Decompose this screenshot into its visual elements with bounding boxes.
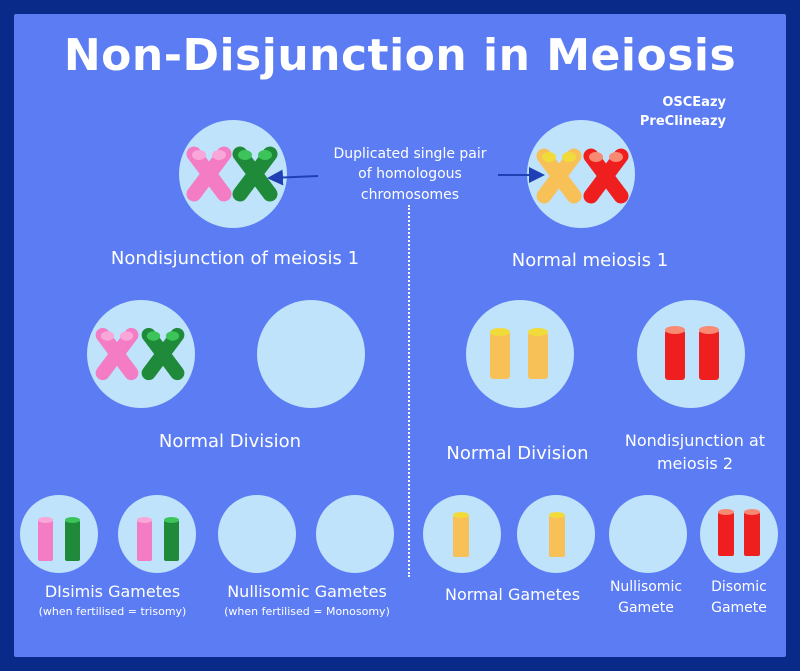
nondisjunction-m2-line1: Nondisjunction at: [624, 431, 766, 450]
right-division-label: Normal Division: [446, 443, 589, 464]
gamete-cell-4: [316, 495, 394, 573]
normal-gametes-label: Normal Gametes: [444, 585, 581, 604]
dotted-divider: [408, 205, 410, 577]
nullisomic-gamete-line1: Nullisomic: [609, 579, 683, 595]
gamete-cell-3: [218, 495, 296, 573]
red-chromosome-x: [583, 148, 629, 204]
nullisomic-gamete-line2: Gamete: [618, 600, 674, 616]
gamete-cell-1: [20, 495, 98, 573]
nondisjunction-m2-line2: meiosis 2: [656, 454, 734, 473]
meiosis1-cell-left-a: [87, 300, 195, 408]
disomic-gamete-line1: Disomic: [711, 579, 767, 595]
gamete-cell-7: [609, 495, 687, 573]
parent-cell-right: [527, 120, 635, 228]
nullisomic-gametes-label: Nullisomic Gametes: [227, 582, 387, 601]
center-note-line2: of homologous: [358, 166, 462, 182]
yellow-chromosome-x: [536, 148, 582, 204]
gamete-cell-2: [118, 495, 196, 573]
diagram-title: Non-Disjunction in Meiosis: [63, 30, 737, 81]
meiosis1-cell-right-a: [466, 300, 574, 408]
gamete-cell-8: [700, 495, 778, 573]
brand-osceazy: OSCEazy: [662, 95, 726, 110]
right-heading: Normal meiosis 1: [511, 250, 669, 271]
pink-chromosome-x: [186, 146, 232, 202]
green-chromosome-x: [232, 146, 278, 202]
red-chromatids: [665, 326, 719, 380]
left-division-label: Normal Division: [158, 431, 302, 452]
arrow-left: [267, 169, 319, 186]
meiosis1-cell-left-b: [257, 300, 365, 408]
left-heading: Nondisjunction of meiosis 1: [110, 248, 360, 269]
disomic-gametes-label: DIsimis Gametes: [44, 582, 181, 601]
meiosis1-cell-right-b: [637, 300, 745, 408]
yellow-chromatids: [490, 328, 548, 379]
center-note-line1: Duplicated single pair: [333, 146, 487, 162]
brand-preclineazy: PreClineazy: [639, 114, 726, 129]
disomic-gamete-line2: Gamete: [711, 600, 767, 616]
disomic-gametes-sub: (when fertilised = trisomy): [38, 605, 187, 618]
nullisomic-gametes-sub: (when fertilised = Monosomy): [224, 605, 390, 618]
center-note-line3: chromosomes: [360, 187, 460, 203]
